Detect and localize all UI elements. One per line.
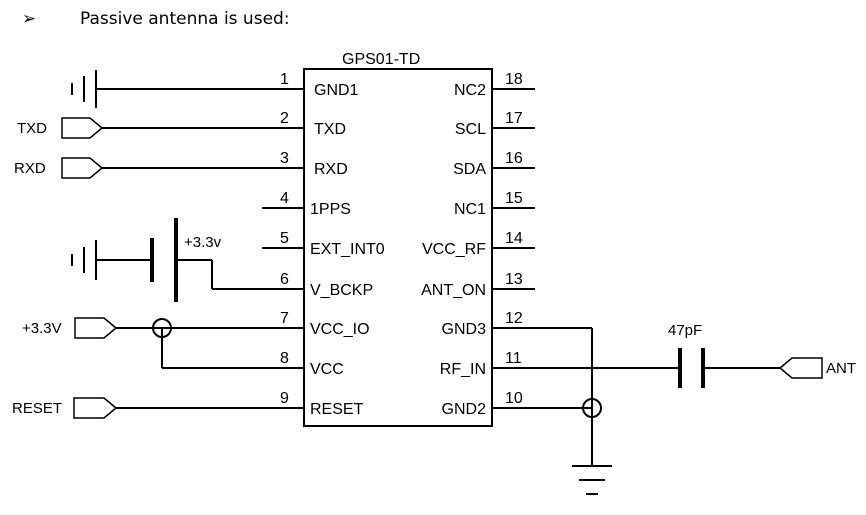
pin-name: VCC_RF bbox=[422, 241, 486, 258]
right-pins: 18 17 16 15 14 13 12 11 10 NC2 SCL SDA N… bbox=[421, 71, 664, 418]
txd-net-port: TXD bbox=[17, 117, 262, 139]
ground-icon bbox=[71, 70, 262, 108]
pin-number: 18 bbox=[505, 71, 523, 88]
ant-net-label: ANT bbox=[826, 360, 856, 377]
pin-name: GND1 bbox=[314, 82, 359, 99]
battery-voltage-label: +3.3v bbox=[184, 234, 222, 251]
pin-name: RF_IN bbox=[440, 361, 486, 378]
pin-number: 15 bbox=[505, 190, 523, 207]
pin-name: GND2 bbox=[442, 401, 487, 418]
pin-number: 11 bbox=[505, 350, 522, 367]
pin-number: 12 bbox=[505, 310, 523, 327]
pin-number: 17 bbox=[505, 110, 523, 127]
ground-icon bbox=[572, 465, 612, 495]
battery-icon: +3.3v bbox=[71, 218, 262, 302]
vcc-net-label: +3.3V bbox=[22, 320, 62, 337]
capacitor-value-label: 47pF bbox=[668, 322, 702, 339]
heading-text: Passive antenna is used: bbox=[80, 9, 290, 29]
rxd-net-port: RXD bbox=[14, 157, 262, 179]
pin-name: EXT_INT0 bbox=[310, 241, 385, 258]
rxd-net-label: RXD bbox=[14, 160, 46, 177]
txd-net-label: TXD bbox=[17, 120, 47, 137]
pin-number: 14 bbox=[505, 230, 523, 247]
reset-net-label: RESET bbox=[12, 400, 62, 417]
pin-name: SCL bbox=[455, 121, 486, 138]
pin-name: RESET bbox=[310, 401, 364, 418]
pin-name: NC1 bbox=[454, 201, 486, 218]
ant-net-port: ANT bbox=[778, 357, 856, 379]
vcc-net-port: +3.3V bbox=[22, 317, 262, 369]
pin-number: 5 bbox=[280, 230, 289, 247]
pin-number: 2 bbox=[280, 110, 289, 127]
pin-number: 9 bbox=[280, 390, 289, 407]
pin-name: SDA bbox=[453, 161, 486, 178]
pin-name: VCC bbox=[310, 361, 344, 378]
pin-number: 8 bbox=[280, 350, 289, 367]
pin-number: 3 bbox=[280, 150, 289, 167]
left-pins: 1 2 3 4 5 6 7 8 9 GND1 TXD RXD 1PPS EXT_… bbox=[262, 71, 385, 418]
pin-name: V_BCKP bbox=[310, 282, 373, 299]
capacitor-icon: 47pF bbox=[664, 322, 780, 388]
pin-number: 6 bbox=[280, 271, 289, 288]
pin-number: 10 bbox=[505, 390, 523, 407]
pin-number: 4 bbox=[280, 190, 289, 207]
pin-name: VCC_IO bbox=[310, 321, 370, 338]
pin-name: 1PPS bbox=[310, 201, 351, 218]
pin-name: GND3 bbox=[442, 321, 487, 338]
ground-net bbox=[582, 328, 602, 465]
pin-number: 1 bbox=[280, 71, 289, 88]
pin-name: TXD bbox=[314, 121, 346, 138]
bullet-arrow-icon: ➢ bbox=[22, 9, 36, 29]
pin-number: 7 bbox=[280, 310, 289, 327]
pin-name: NC2 bbox=[454, 82, 486, 99]
chip-title: GPS01-TD bbox=[342, 51, 420, 68]
reset-net-port: RESET bbox=[12, 397, 262, 419]
pin-name: RXD bbox=[314, 161, 348, 178]
pin-number: 13 bbox=[505, 271, 523, 288]
pin-name: ANT_ON bbox=[421, 282, 486, 299]
pin-number: 16 bbox=[505, 150, 523, 167]
